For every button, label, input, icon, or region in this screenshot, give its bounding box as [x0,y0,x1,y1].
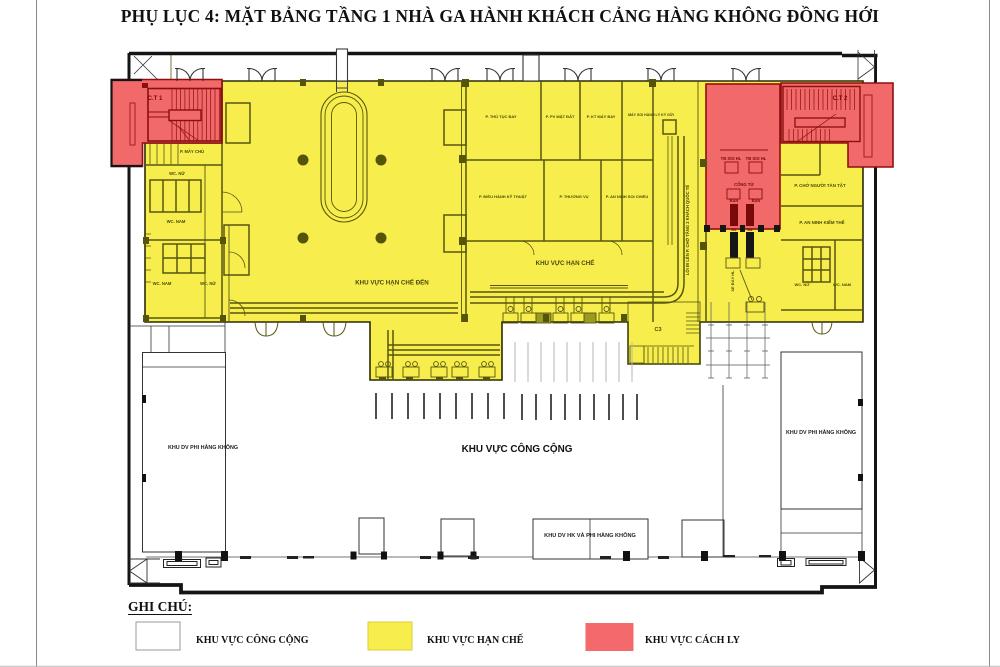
svg-text:WC. NỮ: WC. NỮ [794,282,810,287]
svg-text:M1: M1 [731,228,736,232]
svg-text:WC. NAM: WC. NAM [167,219,186,224]
svg-text:CỔNG TỪ: CỔNG TỪ [734,182,754,187]
svg-text:BÀN: BÀN [752,198,761,203]
svg-text:LỐI ĐI LÊN P. CHỜ TẦNG 2 KHÁCH: LỐI ĐI LÊN P. CHỜ TẦNG 2 KHÁCH QUỐC TẾ [685,185,690,275]
svg-text:P. AN NINH SOI CHIẾU: P. AN NINH SOI CHIẾU [606,194,649,199]
svg-text:KHU VỰC HẠN CHẾ ĐẾN: KHU VỰC HẠN CHẾ ĐẾN [355,280,429,287]
svg-text:KHU DV HK VÀ PHI HÀNG KHÔNG: KHU DV HK VÀ PHI HÀNG KHÔNG [544,531,636,539]
svg-text:P. AN NINH KIỂM THỂ: P. AN NINH KIỂM THỂ [799,220,844,225]
svg-text:WC. NỮ: WC. NỮ [200,281,216,286]
svg-text:KHU VỰC CÔNG CỘNG: KHU VỰC CÔNG CỘNG [196,633,309,646]
svg-text:P. MÁY CHỦ: P. MÁY CHỦ [180,149,204,154]
svg-text:KHU VỰC HẠN CHẾ: KHU VỰC HẠN CHẾ [536,260,595,267]
svg-text:WC. NAM: WC. NAM [153,281,172,286]
svg-text:M2: M2 [747,228,752,232]
svg-text:WC. NAM: WC. NAM [833,282,852,287]
svg-text:KHU DV PHI HÀNG KHÔNG: KHU DV PHI HÀNG KHÔNG [168,443,238,451]
svg-text:C.T 1: C.T 1 [148,96,163,102]
svg-text:TB SOI HL: TB SOI HL [721,156,742,161]
svg-text:P. THỦ TỤC BAY: P. THỦ TỤC BAY [485,114,516,119]
svg-text:P. THƯƠNG VỤ: P. THƯƠNG VỤ [559,194,588,199]
svg-text:KHU VỰC CÁCH LY: KHU VỰC CÁCH LY [645,634,741,646]
svg-text:P. ĐIỀU HÀNH KỸ THUẬT: P. ĐIỀU HÀNH KỸ THUẬT [479,194,527,199]
svg-text:KHU VỰC CÔNG CỘNG: KHU VỰC CÔNG CỘNG [462,443,573,455]
svg-text:C3: C3 [654,327,661,333]
svg-text:TB SOI HL: TB SOI HL [746,156,767,161]
svg-text:KHU VỰC HẠN CHẾ: KHU VỰC HẠN CHẾ [427,633,524,646]
svg-text:BÀN: BÀN [730,198,739,203]
svg-text:P. PV MẶT ĐẤT: P. PV MẶT ĐẤT [546,114,575,119]
svg-text:P. KT MÁY BAY: P. KT MÁY BAY [587,114,616,119]
svg-text:XE ĐẨY HL: XE ĐẨY HL [730,270,735,292]
svg-text:WC. NỮ: WC. NỮ [169,171,185,176]
svg-text:MÁY SOI HÀNH LÝ KÝ GỬI: MÁY SOI HÀNH LÝ KÝ GỬI [628,112,674,117]
svg-text:C.T 2: C.T 2 [833,96,848,102]
svg-text:P. CHỞ NGƯỜI TÀN TẬT: P. CHỞ NGƯỜI TÀN TẬT [794,183,846,188]
svg-text:KHU DV PHI HÀNG KHÔNG: KHU DV PHI HÀNG KHÔNG [786,428,856,436]
svg-text:GHI CHÚ:: GHI CHÚ: [128,599,192,614]
